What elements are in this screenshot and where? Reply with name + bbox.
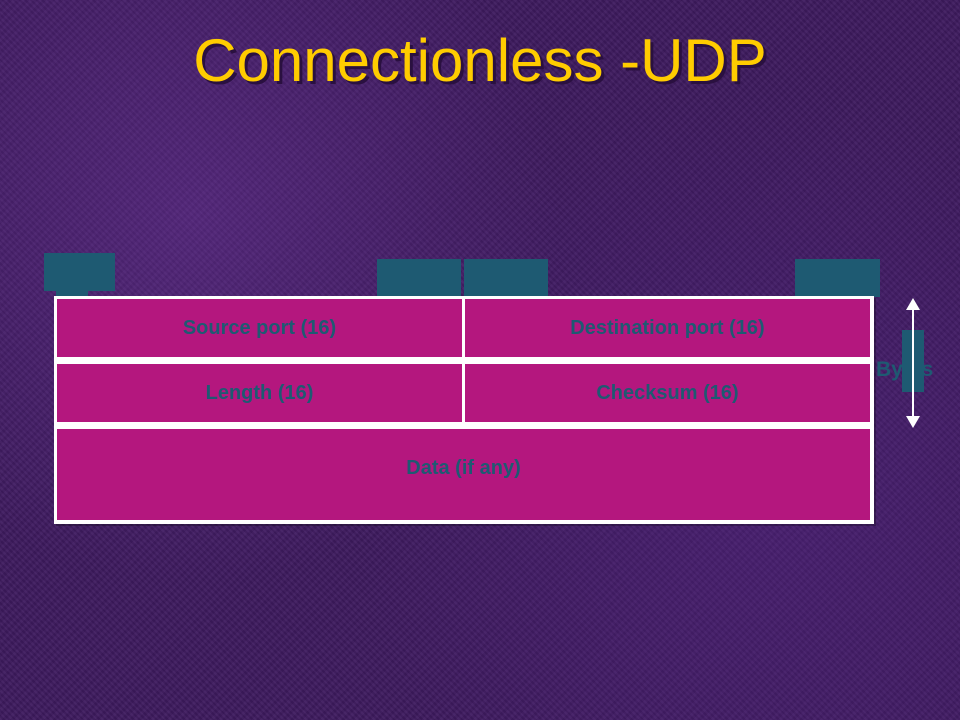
length-field: Length (16): [57, 364, 462, 422]
tag-block-left-stem: [56, 291, 88, 299]
udp-header-diagram: Source port (16) Destination port (16) L…: [54, 296, 874, 524]
slide-title: Connectionless -UDP: [193, 27, 767, 94]
tag-block-right: [795, 259, 880, 297]
tag-block-middle-right: [464, 259, 548, 297]
destination-port-field: Destination port (16): [465, 299, 870, 357]
tag-block-middle-left: [377, 259, 461, 297]
double-arrow-icon: [906, 298, 920, 428]
tag-block-left: [44, 253, 115, 291]
data-field: Data (if any): [57, 429, 870, 520]
source-port-field: Source port (16): [57, 299, 462, 357]
checksum-field: Checksum (16): [465, 364, 870, 422]
